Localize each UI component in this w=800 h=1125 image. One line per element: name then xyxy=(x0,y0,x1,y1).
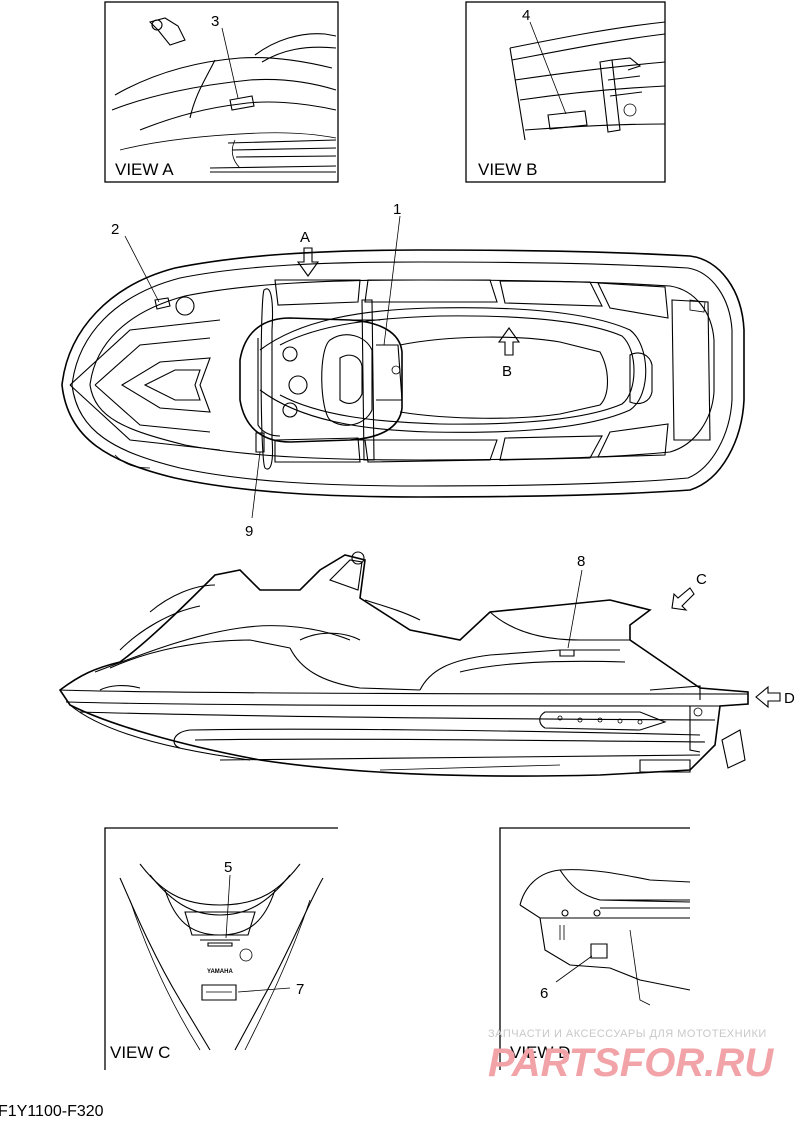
hull-outline-side xyxy=(58,554,749,777)
arrow-letter-a: A xyxy=(300,229,310,246)
callout-4: 4 xyxy=(522,7,530,24)
callout-8: 8 xyxy=(577,553,585,570)
arrow-letter-c: C xyxy=(696,571,707,588)
figure-code: F1Y1100-F320 xyxy=(0,1103,104,1120)
callout-2: 2 xyxy=(111,221,119,238)
callout-9: 9 xyxy=(245,523,253,540)
callout-7: 7 xyxy=(296,981,304,998)
view-d-label: VIEW D xyxy=(510,1043,570,1062)
view-b-inset: 4 VIEW B xyxy=(465,1,666,183)
view-c-arrow xyxy=(671,587,695,611)
view-b-label: VIEW B xyxy=(478,160,538,179)
view-a-label: VIEW A xyxy=(115,160,174,179)
view-b-frame xyxy=(465,1,666,183)
callout-1: 1 xyxy=(393,201,401,218)
view-a-arrow xyxy=(296,247,320,277)
side-view: C D 8 xyxy=(58,551,795,777)
callout-6: 6 xyxy=(540,985,548,1002)
top-view: A B 2 1 9 xyxy=(61,201,745,540)
watermark-tagline: ЗАПЧАСТИ И АКСЕССУАРЫ ДЛЯ МОТОТЕХНИКИ xyxy=(488,1028,767,1040)
view-d-inset: 6 VIEW D xyxy=(499,827,691,1070)
view-a-frame xyxy=(104,1,339,183)
view-a-inset: 3 VIEW A xyxy=(104,1,339,183)
brand-mark: YAMAHA xyxy=(207,969,233,975)
arrow-letter-b: B xyxy=(502,363,512,380)
watermark-logo: PARTSFOR.RU xyxy=(488,1041,774,1085)
callout-3: 3 xyxy=(211,13,219,30)
view-b-arrow xyxy=(497,327,521,356)
view-d-frame xyxy=(499,827,690,1070)
hull-outline-top xyxy=(61,249,745,498)
arrow-letter-d: D xyxy=(784,690,795,707)
view-c-label: VIEW C xyxy=(110,1043,170,1062)
view-d-arrow xyxy=(755,685,781,709)
view-c-inset: YAMAHA 5 7 VIEW C xyxy=(104,827,338,1070)
callout-5: 5 xyxy=(224,859,232,876)
view-c-frame xyxy=(104,827,338,1070)
